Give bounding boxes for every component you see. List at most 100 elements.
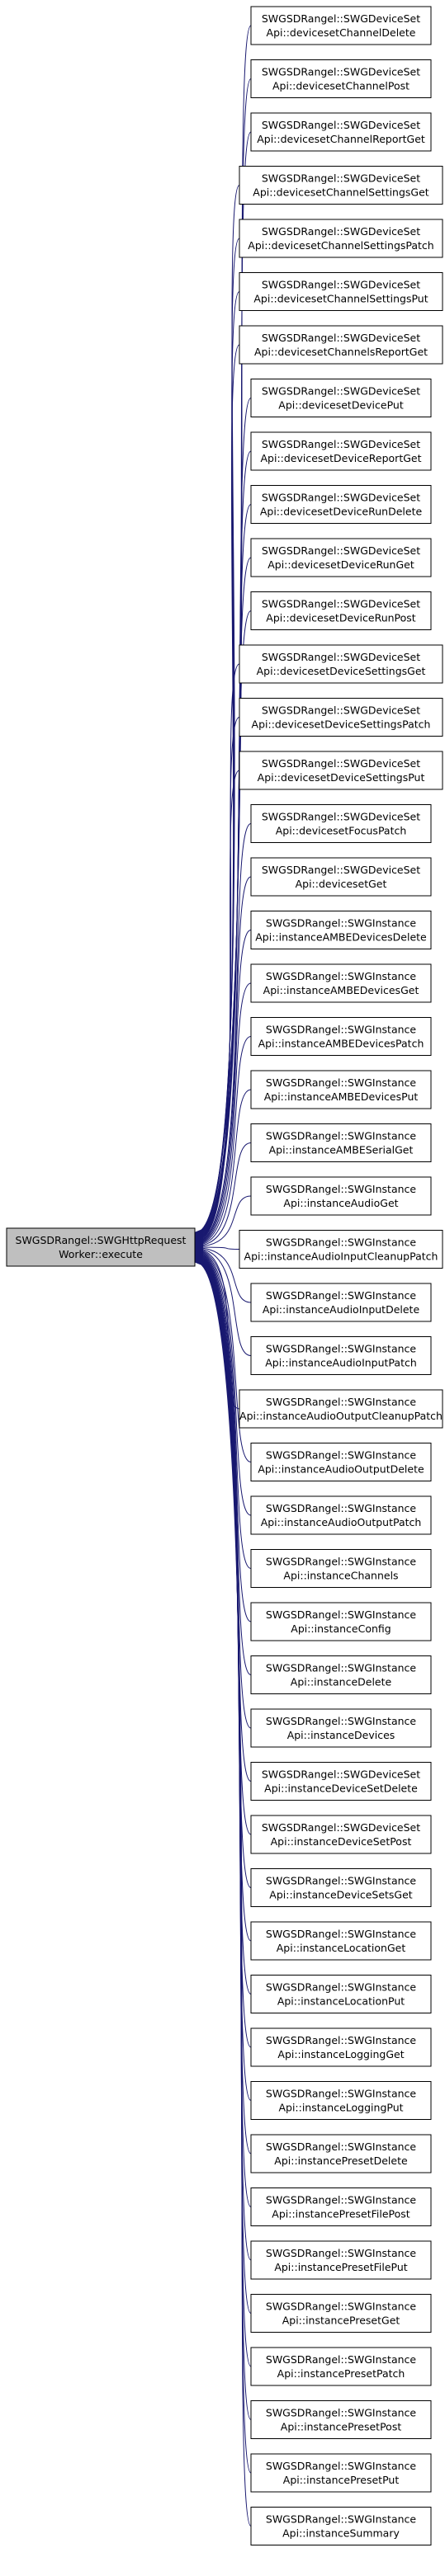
caller-node[interactable]: SWGSDRangel::SWGInstanceApi::instanceCha… [250, 1549, 432, 1588]
caller-node-label-line-1: SWGSDRangel::SWGDeviceSet [262, 811, 420, 823]
caller-node[interactable]: SWGSDRangel::SWGInstanceApi::instancePre… [250, 2134, 432, 2173]
caller-node[interactable]: SWGSDRangel::SWGInstanceApi::instanceLog… [250, 2081, 432, 2120]
caller-node[interactable]: SWGSDRangel::SWGInstanceApi::instanceDev… [250, 1708, 432, 1748]
caller-node-label-line-1: SWGSDRangel::SWGInstance [266, 1343, 417, 1355]
caller-node[interactable]: SWGSDRangel::SWGDeviceSetApi::devicesetD… [250, 431, 432, 471]
caller-node-label-line-1: SWGSDRangel::SWGInstance [266, 2247, 417, 2259]
caller-node[interactable]: SWGSDRangel::SWGInstanceApi::instanceDel… [250, 1655, 432, 1694]
caller-node-label-line-1: SWGSDRangel::SWGDeviceSet [262, 172, 420, 185]
caller-node-label-line-2: Api::devicesetDeviceRunGet [267, 558, 414, 571]
caller-node[interactable]: SWGSDRangel::SWGInstanceApi::instanceDev… [250, 1868, 432, 1907]
caller-node[interactable]: SWGSDRangel::SWGInstanceApi::instanceAud… [250, 1176, 432, 1216]
caller-node[interactable]: SWGSDRangel::SWGDeviceSetApi::devicesetC… [250, 59, 432, 98]
caller-node-label-line-1: SWGSDRangel::SWGInstance [266, 1024, 417, 1036]
caller-node[interactable]: SWGSDRangel::SWGDeviceSetApi::instanceDe… [250, 1762, 432, 1801]
call-edge [196, 1195, 252, 1246]
caller-node[interactable]: SWGSDRangel::SWGInstanceApi::instanceAud… [250, 1495, 432, 1535]
caller-node-label-line-1: SWGSDRangel::SWGInstance [266, 2353, 417, 2366]
caller-node[interactable]: SWGSDRangel::SWGDeviceSetApi::instanceDe… [250, 1815, 432, 1854]
caller-node-box [250, 1602, 432, 1641]
call-edge [196, 982, 252, 1244]
caller-node[interactable]: SWGSDRangel::SWGDeviceSetApi::devicesetD… [250, 538, 432, 577]
caller-node[interactable]: SWGSDRangel::SWGInstanceApi::instanceAMB… [250, 1017, 432, 1056]
caller-node-label-line-1: SWGSDRangel::SWGInstance [266, 2194, 417, 2206]
caller-nodes: SWGSDRangel::SWGDeviceSetApi::devicesetC… [239, 6, 443, 2545]
caller-node-label-line-2: Api::devicesetChannelSettingsPut [253, 293, 428, 305]
call-edge [196, 1248, 252, 1303]
caller-node-box [250, 1868, 432, 1907]
caller-node-label-line-2: Api::devicesetFocusPatch [276, 825, 407, 837]
call-edge [196, 1262, 252, 2527]
caller-node[interactable]: SWGSDRangel::SWGInstanceApi::instanceAMB… [250, 963, 432, 1003]
caller-node[interactable]: SWGSDRangel::SWGInstanceApi::instancePre… [250, 2240, 432, 2280]
caller-node-label-line-1: SWGSDRangel::SWGDeviceSet [262, 1768, 420, 1781]
caller-node-box [250, 1283, 432, 1322]
caller-node-label-line-2: Api::instanceLocationPut [277, 1995, 405, 2008]
caller-node[interactable]: SWGSDRangel::SWGDeviceSetApi::devicesetC… [239, 219, 443, 258]
caller-node[interactable]: SWGSDRangel::SWGInstanceApi::instanceCon… [250, 1602, 432, 1641]
caller-node[interactable]: SWGSDRangel::SWGDeviceSetApi::devicesetC… [250, 6, 432, 45]
caller-node[interactable]: SWGSDRangel::SWGInstanceApi::instanceAud… [239, 1389, 443, 1429]
caller-node[interactable]: SWGSDRangel::SWGInstanceApi::instancePre… [250, 2187, 432, 2226]
caller-node-box [250, 1123, 432, 1162]
caller-node-box [250, 1549, 432, 1588]
caller-node[interactable]: SWGSDRangel::SWGDeviceSetApi::devicesetD… [239, 751, 443, 790]
caller-node[interactable]: SWGSDRangel::SWGInstanceApi::instanceLog… [250, 2027, 432, 2067]
caller-node-box [250, 1176, 432, 1216]
caller-node-box [250, 804, 432, 843]
caller-node[interactable]: SWGSDRangel::SWGDeviceSetApi::devicesetD… [250, 379, 432, 417]
caller-node-box [250, 431, 432, 471]
call-edge [196, 450, 252, 1237]
caller-node-box [250, 1070, 432, 1109]
call-edge [196, 1036, 252, 1245]
caller-node[interactable]: SWGSDRangel::SWGInstanceApi::instanceLoc… [250, 1975, 432, 2013]
caller-node[interactable]: SWGSDRangel::SWGDeviceSetApi::devicesetD… [239, 644, 443, 684]
caller-node-label-line-1: SWGSDRangel::SWGDeviceSet [262, 1821, 420, 1834]
caller-node[interactable]: SWGSDRangel::SWGInstanceApi::instancePre… [250, 2347, 432, 2386]
caller-node-box [250, 2347, 432, 2386]
caller-node-label-line-2: Api::devicesetDevicePut [278, 399, 404, 412]
caller-node-label-line-2: Api::devicesetGet [296, 878, 387, 890]
caller-node[interactable]: SWGSDRangel::SWGInstanceApi::instanceAud… [250, 1443, 432, 1481]
caller-node-label-line-1: SWGSDRangel::SWGInstance [266, 917, 417, 930]
caller-node-label-line-2: Api::instanceAudioOutputPatch [261, 1516, 422, 1528]
caller-node-label-line-2: Api::instancePresetGet [282, 2315, 400, 2327]
root-node[interactable]: SWGSDRangel::SWGHttpRequest Worker::exec… [6, 1227, 196, 1267]
caller-node[interactable]: SWGSDRangel::SWGDeviceSetApi::devicesetC… [250, 112, 432, 152]
caller-node[interactable]: SWGSDRangel::SWGInstanceApi::instanceAMB… [250, 911, 432, 949]
caller-node-box [250, 1655, 432, 1694]
caller-node[interactable]: SWGSDRangel::SWGInstanceApi::instancePre… [250, 2453, 432, 2493]
caller-node[interactable]: SWGSDRangel::SWGInstanceApi::instanceAMB… [250, 1070, 432, 1109]
caller-node-label-line-1: SWGSDRangel::SWGDeviceSet [262, 651, 420, 663]
caller-node[interactable]: SWGSDRangel::SWGDeviceSetApi::devicesetC… [239, 166, 443, 205]
caller-node[interactable]: SWGSDRangel::SWGDeviceSetApi::devicesetC… [239, 272, 443, 311]
caller-node-label-line-1: SWGSDRangel::SWGInstance [266, 1662, 417, 1674]
caller-node[interactable]: SWGSDRangel::SWGInstanceApi::instanceAMB… [250, 1123, 432, 1162]
call-edge [196, 930, 252, 1244]
call-edge [196, 1089, 252, 1246]
caller-node[interactable]: SWGSDRangel::SWGDeviceSetApi::devicesetG… [250, 857, 432, 897]
caller-node-box [250, 59, 432, 98]
caller-node-label-line-2: Api::instanceLoggingPut [278, 2102, 403, 2114]
caller-node[interactable]: SWGSDRangel::SWGDeviceSetApi::devicesetF… [250, 804, 432, 843]
caller-node[interactable]: SWGSDRangel::SWGDeviceSetApi::devicesetD… [239, 698, 443, 737]
caller-node[interactable]: SWGSDRangel::SWGInstanceApi::instanceAud… [250, 1336, 432, 1375]
caller-node[interactable]: SWGSDRangel::SWGInstanceApi::instanceAud… [250, 1283, 432, 1322]
caller-node-label-line-1: SWGSDRangel::SWGInstance [266, 2407, 417, 2419]
caller-node-label-line-2: Api::instanceDevices [287, 1729, 395, 1741]
caller-node[interactable]: SWGSDRangel::SWGDeviceSetApi::devicesetC… [239, 325, 443, 365]
caller-node[interactable]: SWGSDRangel::SWGInstanceApi::instancePre… [250, 2294, 432, 2333]
caller-node-label-line-2: Api::instancePresetDelete [274, 2155, 408, 2167]
caller-node-box [250, 2240, 432, 2280]
caller-node-box [250, 963, 432, 1003]
caller-node[interactable]: SWGSDRangel::SWGInstanceApi::instanceSum… [250, 2507, 432, 2545]
caller-node[interactable]: SWGSDRangel::SWGInstanceApi::instanceAud… [239, 1230, 443, 1269]
caller-node-label-line-1: SWGSDRangel::SWGInstance [266, 1183, 417, 1195]
caller-node[interactable]: SWGSDRangel::SWGDeviceSetApi::devicesetD… [250, 591, 432, 630]
caller-node-box [250, 2400, 432, 2439]
caller-node-box [250, 1495, 432, 1535]
caller-node[interactable]: SWGSDRangel::SWGInstanceApi::instancePre… [250, 2400, 432, 2439]
caller-node[interactable]: SWGSDRangel::SWGInstanceApi::instanceLoc… [250, 1921, 432, 1961]
caller-node[interactable]: SWGSDRangel::SWGDeviceSetApi::devicesetD… [250, 485, 432, 524]
caller-node-label-line-1: SWGSDRangel::SWGInstance [266, 1396, 417, 1408]
